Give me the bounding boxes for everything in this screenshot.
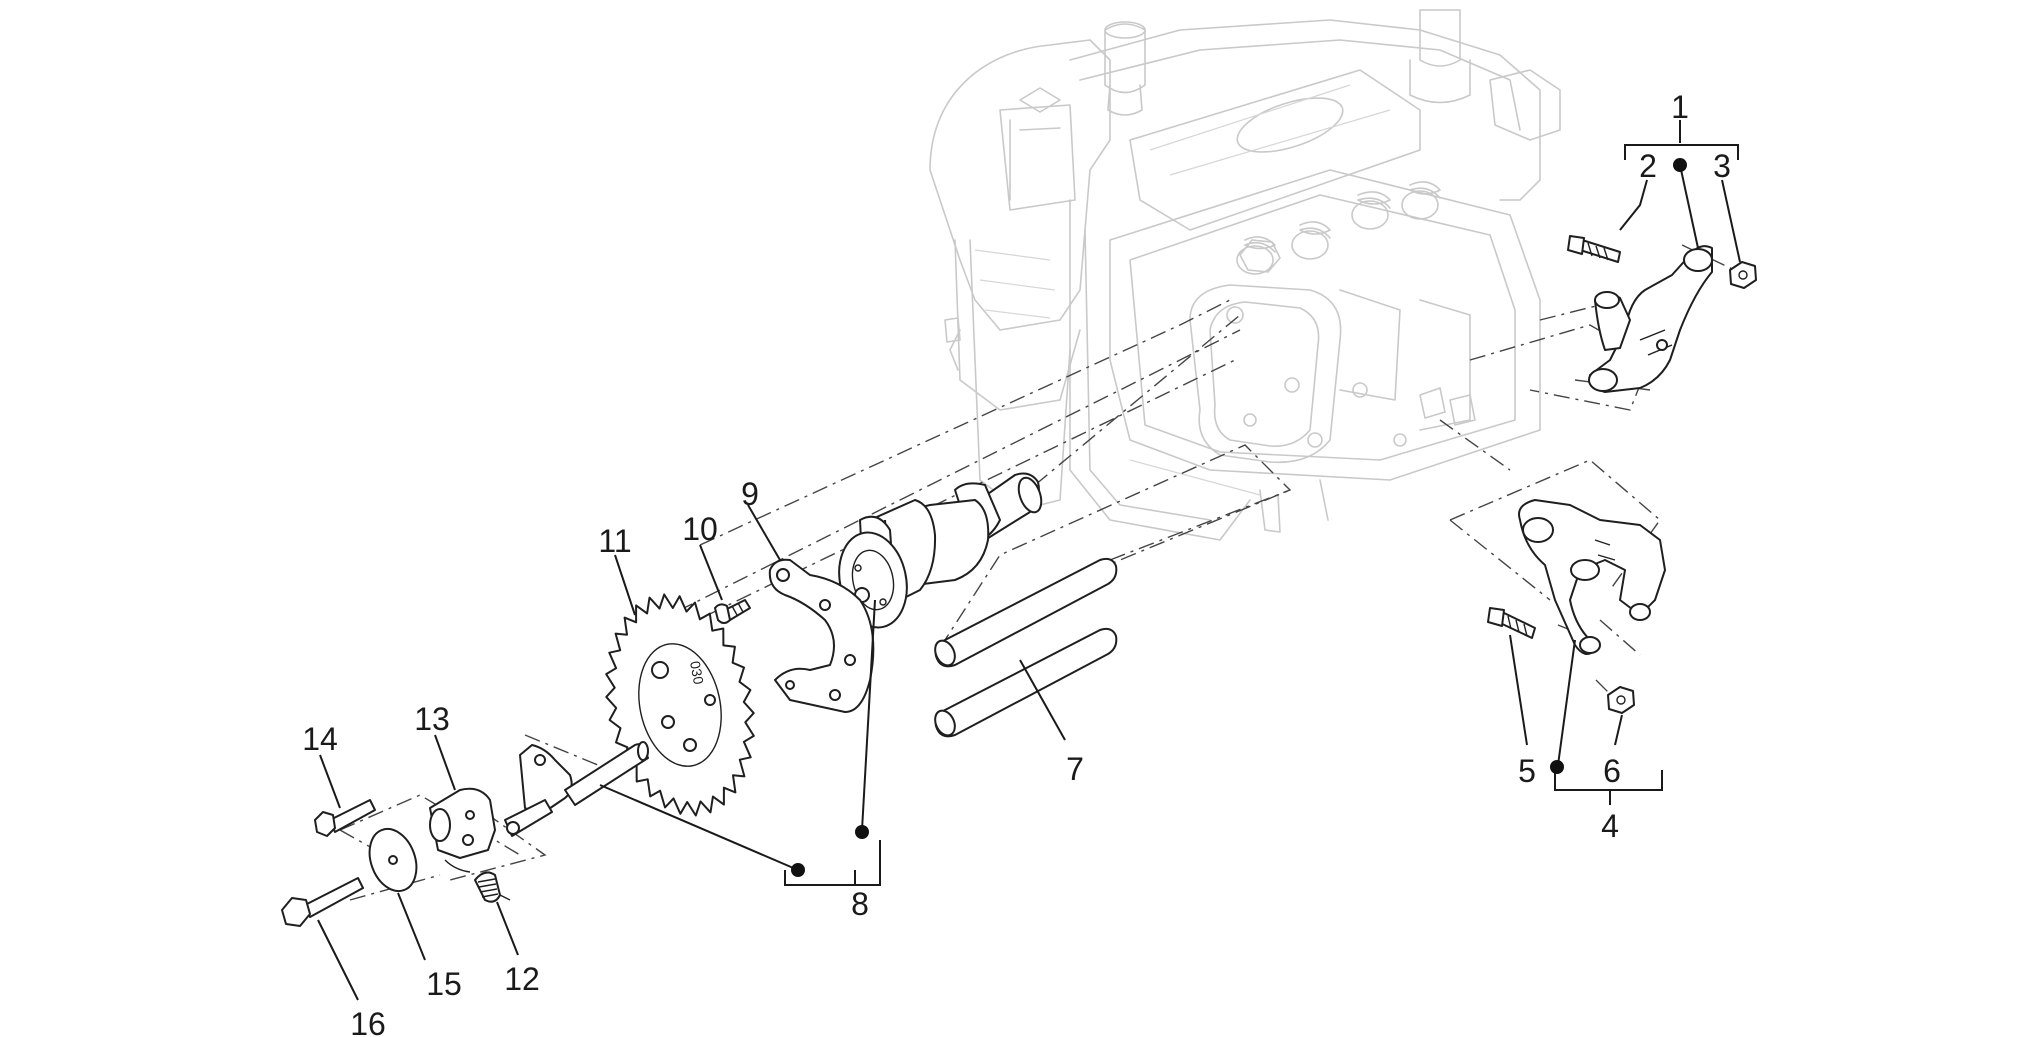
callout-15: 15 [426, 966, 462, 1002]
callout-5: 5 [1518, 753, 1536, 789]
callout-13: 13 [414, 701, 450, 737]
rocker-arm-lower [1518, 499, 1666, 655]
callout-labels: 1 2 3 4 5 6 7 8 9 10 11 12 13 14 15 16 [302, 89, 1731, 1037]
valve-springs-ghost [1236, 181, 1441, 275]
callout-7: 7 [1066, 751, 1084, 787]
cam-sprocket: 030 [605, 593, 755, 817]
tensioner-spring [444, 859, 511, 903]
adjuster-screw-lower [1487, 607, 1536, 639]
callout-3: 3 [1713, 148, 1731, 184]
lock-nut-upper [1729, 261, 1757, 289]
camshaft [838, 472, 1043, 629]
callout-12: 12 [504, 961, 540, 997]
callout-9: 9 [741, 476, 759, 512]
callout-14: 14 [302, 721, 338, 757]
lock-nut-lower [1607, 686, 1635, 714]
rocker-arm-upper [1588, 245, 1713, 393]
decompressor-body [429, 787, 496, 859]
callout-10: 10 [682, 511, 718, 547]
callout-2: 2 [1639, 148, 1657, 184]
cylinder-head-ghost [929, 9, 1561, 541]
bolt-long [281, 877, 364, 927]
bolt-small [314, 799, 376, 837]
washer [368, 828, 418, 892]
callout-4: 4 [1601, 808, 1619, 844]
adjuster-screw-upper [1567, 235, 1621, 263]
bullet-markers [791, 158, 1687, 877]
callout-6: 6 [1603, 753, 1621, 789]
decompressor-shaft [504, 741, 649, 837]
cam-plate [768, 558, 875, 713]
callout-16: 16 [350, 1006, 386, 1037]
callout-1: 1 [1671, 89, 1689, 125]
callout-11: 11 [598, 523, 631, 559]
gear-marking: 030 [687, 660, 707, 686]
leader-lines [317, 120, 1741, 1001]
cam-screw [714, 599, 751, 624]
callout-8: 8 [851, 886, 869, 922]
rocker-pins [934, 557, 1118, 738]
